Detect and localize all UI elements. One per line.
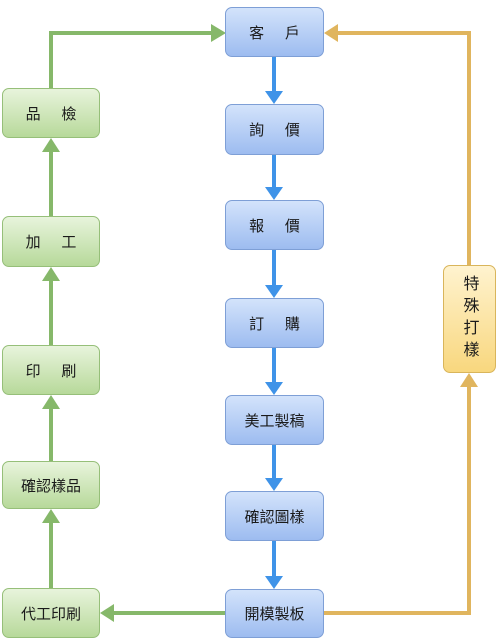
- arrow-client-to-inquiry: [265, 57, 283, 104]
- node-processing: 加 工: [2, 216, 100, 267]
- node-inspection: 品 檢: [2, 88, 100, 138]
- node-order: 訂 購: [225, 298, 324, 348]
- node-client: 客 戶: [225, 7, 324, 57]
- node-artwork: 美工製稿: [225, 395, 324, 445]
- node-mold: 開模製板: [225, 589, 324, 638]
- arrow-processing-to-inspection: [42, 138, 60, 216]
- arrow-oem-print-to-confirm-sample: [42, 509, 60, 588]
- arrow-printing-to-processing: [42, 267, 60, 345]
- arrow-mold-to-oem-print: [100, 604, 225, 622]
- node-confirm-sample: 確認樣品: [2, 461, 100, 509]
- node-quote: 報 價: [225, 200, 324, 250]
- blue-arrows: [265, 57, 283, 589]
- arrow-confirm-drawing-to-mold: [265, 541, 283, 589]
- node-inquiry: 詢 價: [225, 104, 324, 155]
- gold-arrows: [324, 24, 478, 615]
- node-printing: 印 刷: [2, 345, 100, 395]
- arrow-mold-to-special-sample: [324, 373, 478, 615]
- green-arrows: [42, 24, 226, 622]
- node-confirm-drawing: 確認圖樣: [225, 491, 324, 541]
- arrow-artwork-to-confirm-drawing: [265, 445, 283, 491]
- arrow-confirm-sample-to-printing: [42, 395, 60, 461]
- arrow-quote-to-order: [265, 250, 283, 298]
- node-oem-print: 代工印刷: [2, 588, 100, 638]
- arrow-inspection-to-client: [49, 24, 226, 88]
- arrow-order-to-artwork: [265, 348, 283, 395]
- node-special-sample: 特殊打樣: [443, 265, 496, 373]
- arrow-special-sample-to-client: [324, 24, 471, 265]
- arrow-inquiry-to-quote: [265, 155, 283, 200]
